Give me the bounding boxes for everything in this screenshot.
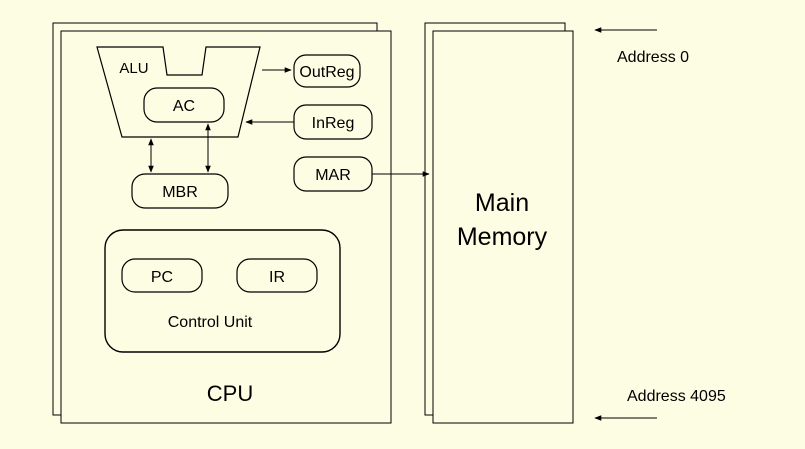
cpu-label: CPU bbox=[207, 381, 253, 406]
ir-register bbox=[236, 258, 318, 293]
mbr-register bbox=[131, 173, 229, 209]
mar-label: MAR bbox=[315, 167, 351, 184]
pc-register bbox=[121, 258, 203, 293]
memory-label-line1: Main bbox=[475, 189, 529, 217]
ir-label: IR bbox=[269, 269, 285, 286]
mbr-label: MBR bbox=[162, 184, 198, 201]
ac-label: AC bbox=[173, 98, 195, 115]
memory-panel bbox=[424, 22, 574, 424]
address-bottom-label: Address 4095 bbox=[627, 388, 726, 405]
ac-register bbox=[143, 87, 225, 123]
control-unit-label: Control Unit bbox=[168, 314, 253, 331]
inreg-label: InReg bbox=[312, 115, 355, 132]
outreg-register bbox=[293, 54, 361, 88]
memory-label-line2: Memory bbox=[457, 223, 548, 251]
pc-label: PC bbox=[151, 269, 173, 286]
alu-label: ALU bbox=[119, 60, 148, 77]
address-top-label: Address 0 bbox=[617, 49, 689, 66]
outreg-label: OutReg bbox=[299, 64, 354, 81]
